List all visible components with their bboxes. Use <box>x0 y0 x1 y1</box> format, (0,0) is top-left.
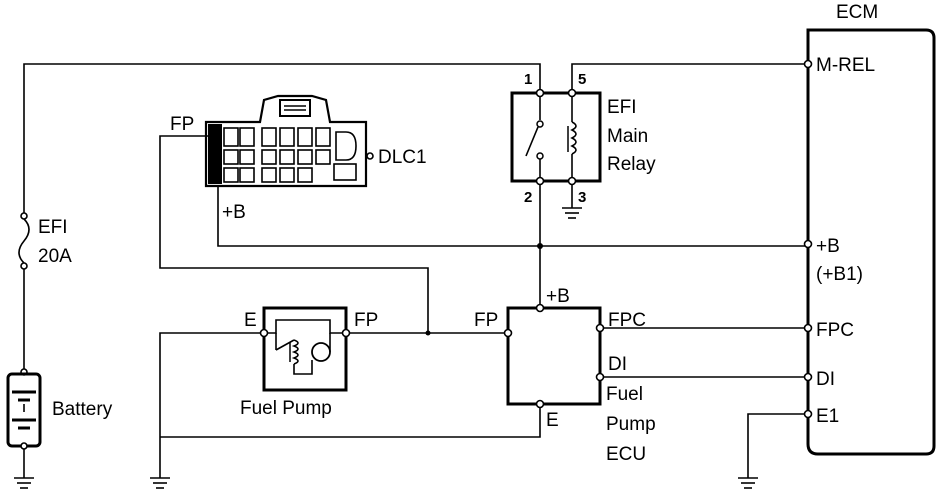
pump-ecu-label-line2: Pump <box>606 414 656 435</box>
fuel-pump-label: Fuel Pump <box>240 398 332 419</box>
wire-dlc-fp <box>159 135 429 333</box>
dlc1-connector <box>204 94 368 188</box>
battery-label: Battery <box>52 399 113 420</box>
ground-icon <box>562 207 582 219</box>
relay-pin-2: 2 <box>524 189 532 206</box>
fuel-pump-fp-label: FP <box>354 310 378 331</box>
pump-ecu-box <box>506 306 602 406</box>
junction-dot <box>425 330 431 336</box>
fuel-pump-internals <box>259 319 351 375</box>
ecm-title: ECM <box>836 2 878 23</box>
wire-battery-to-relay <box>23 63 541 372</box>
relay-label-line3: Relay <box>607 154 656 175</box>
ecm-pin-plus-b1: (+B1) <box>816 264 863 285</box>
battery-symbol <box>6 368 42 478</box>
fuse-symbol <box>18 212 30 270</box>
pump-ecu-terminals <box>503 303 605 409</box>
pump-ecu-e-label: E <box>546 410 559 431</box>
ecm-pin-e1: E1 <box>816 406 839 427</box>
relay-pin-5: 5 <box>578 71 586 88</box>
wire-pump-ground <box>159 332 261 478</box>
junction-dot <box>537 243 543 249</box>
wire-ecm-e1-ground <box>747 413 805 478</box>
pump-ecu-plus-b-label: +B <box>546 286 570 307</box>
wire-dlc-plus-b <box>217 186 805 247</box>
dlc1-plus-b-label: +B <box>222 202 246 223</box>
fuse-label-line1: EFI <box>38 217 68 238</box>
ground-icon <box>738 477 758 489</box>
relay-label-line1: EFI <box>607 97 637 118</box>
pump-ecu-di-label: DI <box>608 354 627 375</box>
relay-internals <box>525 88 577 186</box>
relay-box <box>510 91 602 183</box>
pump-ecu-fp-label: FP <box>474 310 498 331</box>
pump-ecu-fpc-label: FPC <box>608 310 646 331</box>
pump-ecu-label-line3: ECU <box>606 444 646 465</box>
ecm-pin-plus-b: +B <box>816 236 840 257</box>
pump-ecu-label-line1: Fuel <box>606 384 643 405</box>
wire-m-rel <box>571 63 805 90</box>
relay-pin-1: 1 <box>524 71 532 88</box>
ecm-box <box>806 28 936 456</box>
relay-pin-3: 3 <box>578 189 586 206</box>
ecm-pin-di: DI <box>816 369 835 390</box>
dlc1-label: DLC1 <box>378 147 427 168</box>
ground-icon <box>150 477 170 489</box>
dlc1-label-terminal <box>366 152 374 160</box>
fuel-pump-box <box>262 306 348 392</box>
fuel-pump-e-label: E <box>244 310 257 331</box>
ground-icon <box>14 477 34 489</box>
ecm-terminals <box>803 59 813 419</box>
ecm-pin-fpc: FPC <box>816 320 854 341</box>
ecm-pin-m-rel: M-REL <box>816 55 875 76</box>
wire-pump-ecu-ground <box>160 407 541 438</box>
dlc1-fp-label: FP <box>170 114 194 135</box>
relay-label-line2: Main <box>607 126 648 147</box>
fuse-label-line2: 20A <box>38 246 72 267</box>
